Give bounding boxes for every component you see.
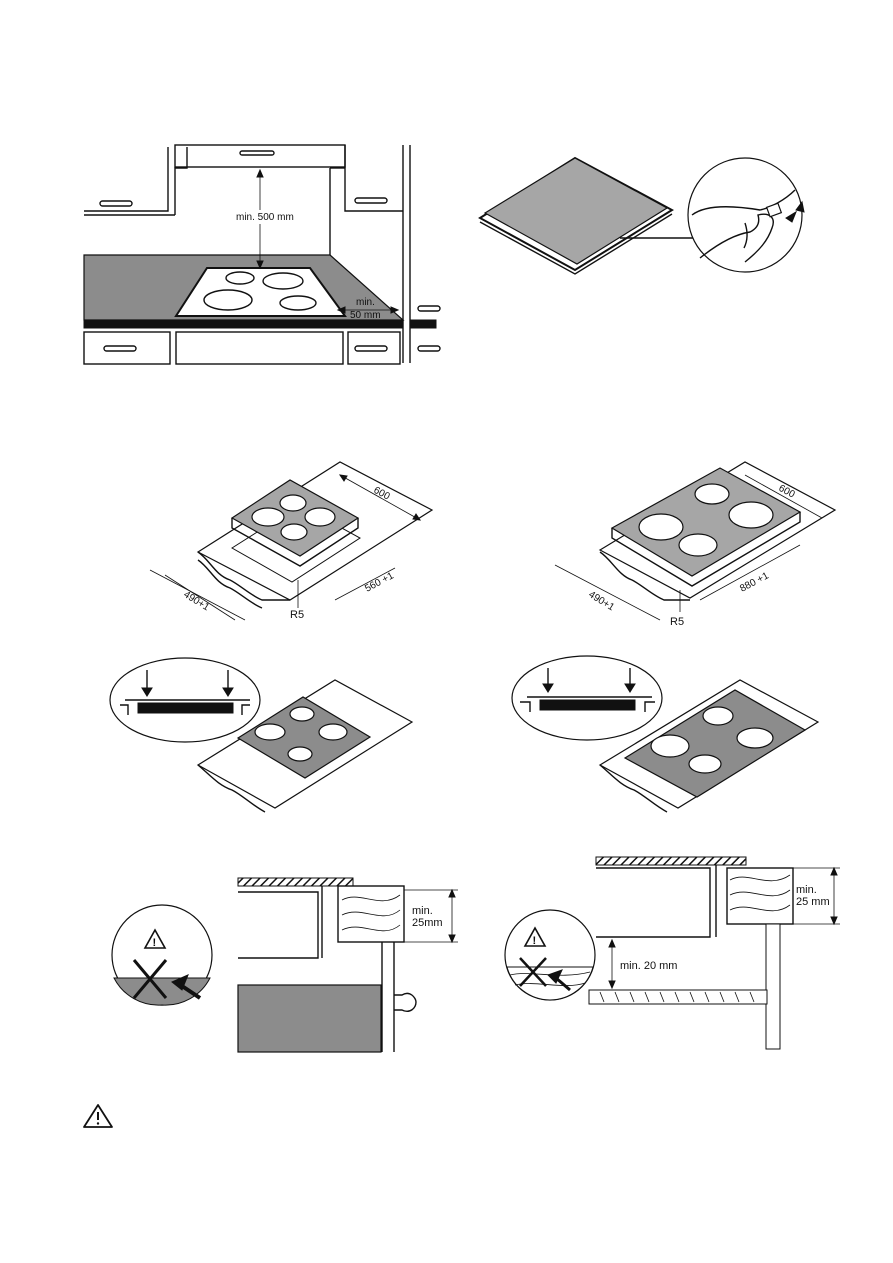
- dim-side-label: min.: [356, 297, 375, 308]
- section-right-figure: min. 25 mm min. 20 mm !: [504, 856, 840, 1050]
- cooking-zone: [225, 271, 255, 285]
- cabinet-handle: [99, 200, 133, 207]
- hob60-placement-figure: [109, 657, 414, 813]
- clearance-label: min.: [796, 884, 817, 896]
- detail-ellipse: [511, 655, 663, 741]
- arrow-icon: [624, 683, 636, 693]
- warning-icon: [83, 1104, 113, 1128]
- arrow-icon: [171, 974, 189, 991]
- dim-side-value: 50 mm: [350, 310, 381, 321]
- section-left-figure: min. 25mm !: [111, 877, 458, 1053]
- arrow-icon: [547, 969, 563, 984]
- radius-label: R5: [290, 609, 304, 621]
- warning-icon: [143, 928, 167, 949]
- cooking-zone: [203, 289, 253, 311]
- lower-cabinet: [83, 331, 171, 365]
- lower-cabinet: [175, 331, 344, 365]
- hob-top: [483, 157, 669, 265]
- arrow-icon: [222, 687, 234, 697]
- kitchen-figure: min. 500 mm min. 50 mm: [83, 144, 441, 365]
- cabinet-handle: [354, 197, 388, 204]
- clearance-value: 25mm: [412, 917, 443, 929]
- dim-top-label: min. 500 mm: [236, 212, 294, 223]
- length-label: 880 +1: [738, 570, 771, 594]
- cooking-zone: [262, 272, 304, 290]
- hob90-cutout-figure: 600 490+1 880 +1 R5: [554, 461, 837, 628]
- cooking-zone: [279, 295, 317, 311]
- arrow-icon: [542, 683, 554, 693]
- svg-text:!: !: [153, 937, 157, 949]
- svg-text:!: !: [533, 935, 537, 947]
- arrow-icon: [785, 210, 798, 223]
- length-label: 560 +1: [363, 570, 396, 594]
- warning-icon: [523, 926, 547, 947]
- cabinet-handle: [239, 150, 275, 156]
- upper-cabinet-left: [84, 147, 169, 212]
- hob90-placement-figure: [511, 655, 820, 813]
- arrow-icon: [141, 687, 153, 697]
- lower-cabinet: [347, 331, 401, 365]
- seal-figure: [478, 156, 805, 275]
- upper-cabinet-center: [174, 144, 346, 168]
- hob60-cutout-figure: 600 490+1 560 +1 R5: [149, 461, 434, 621]
- detail-circle: [687, 157, 803, 273]
- radius-label: R5: [670, 616, 684, 628]
- gap-label: min. 20 mm: [620, 960, 677, 972]
- depth-label: 490+1: [586, 589, 616, 613]
- worktop-edge: [83, 319, 404, 329]
- depth-label: 490+1: [181, 589, 211, 613]
- clearance-value: 25 mm: [796, 896, 830, 908]
- clearance-label: min.: [412, 905, 433, 917]
